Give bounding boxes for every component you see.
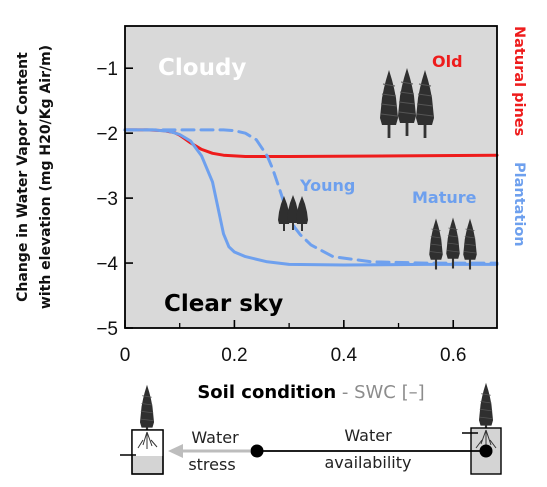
series-line-young (123, 128, 499, 265)
water-availability-label-line1: Water (344, 426, 392, 445)
x-axis-label: Soil condition - SWC [–] (197, 382, 424, 403)
y-tick-label: −5 (96, 319, 118, 340)
y-tick-label: −4 (96, 254, 118, 275)
high-availability-marker (479, 444, 493, 458)
x-tick-label: 0 (120, 345, 131, 366)
plot-background (125, 26, 497, 328)
plot-frame (124, 25, 498, 329)
water-stress-diagram: Water stress Water availability (120, 382, 502, 475)
clear-sky-label: Clear sky (164, 291, 283, 317)
x-tick-label: 0.4 (331, 345, 358, 366)
cloudy-label: Cloudy (158, 55, 246, 81)
water-availability-label-line2: availability (324, 453, 411, 472)
y-tick-label: −2 (96, 124, 118, 145)
y-tick-label: −3 (96, 189, 118, 210)
water-stress-label-line2: stress (188, 455, 235, 474)
mature-label: Mature (412, 188, 477, 207)
young-label: Young (299, 176, 355, 195)
low-availability-marker (250, 444, 264, 458)
x-axis-label-main: Soil condition (197, 382, 336, 403)
y-tick-label: −1 (96, 59, 118, 80)
mature-pines-drawing (428, 217, 478, 270)
old-label: Old (432, 52, 463, 71)
water-stress-label-line1: Water (191, 428, 239, 447)
plantation-label: Plantation (511, 162, 527, 247)
old-pines-drawing (379, 67, 435, 139)
series-line-mature (123, 128, 499, 267)
x-tick-label: 0.6 (440, 345, 466, 366)
y-axis-label-line2: with elevation (mg H20/Kg Air/m) (38, 45, 54, 309)
x-axis-label-unit: - SWC [–] (336, 382, 425, 403)
natural-pines-label: Natural pines (511, 26, 527, 136)
y-axis-label-line1: Change in Water Vapor Content (15, 52, 31, 302)
x-tick-label: 0.2 (221, 345, 247, 366)
